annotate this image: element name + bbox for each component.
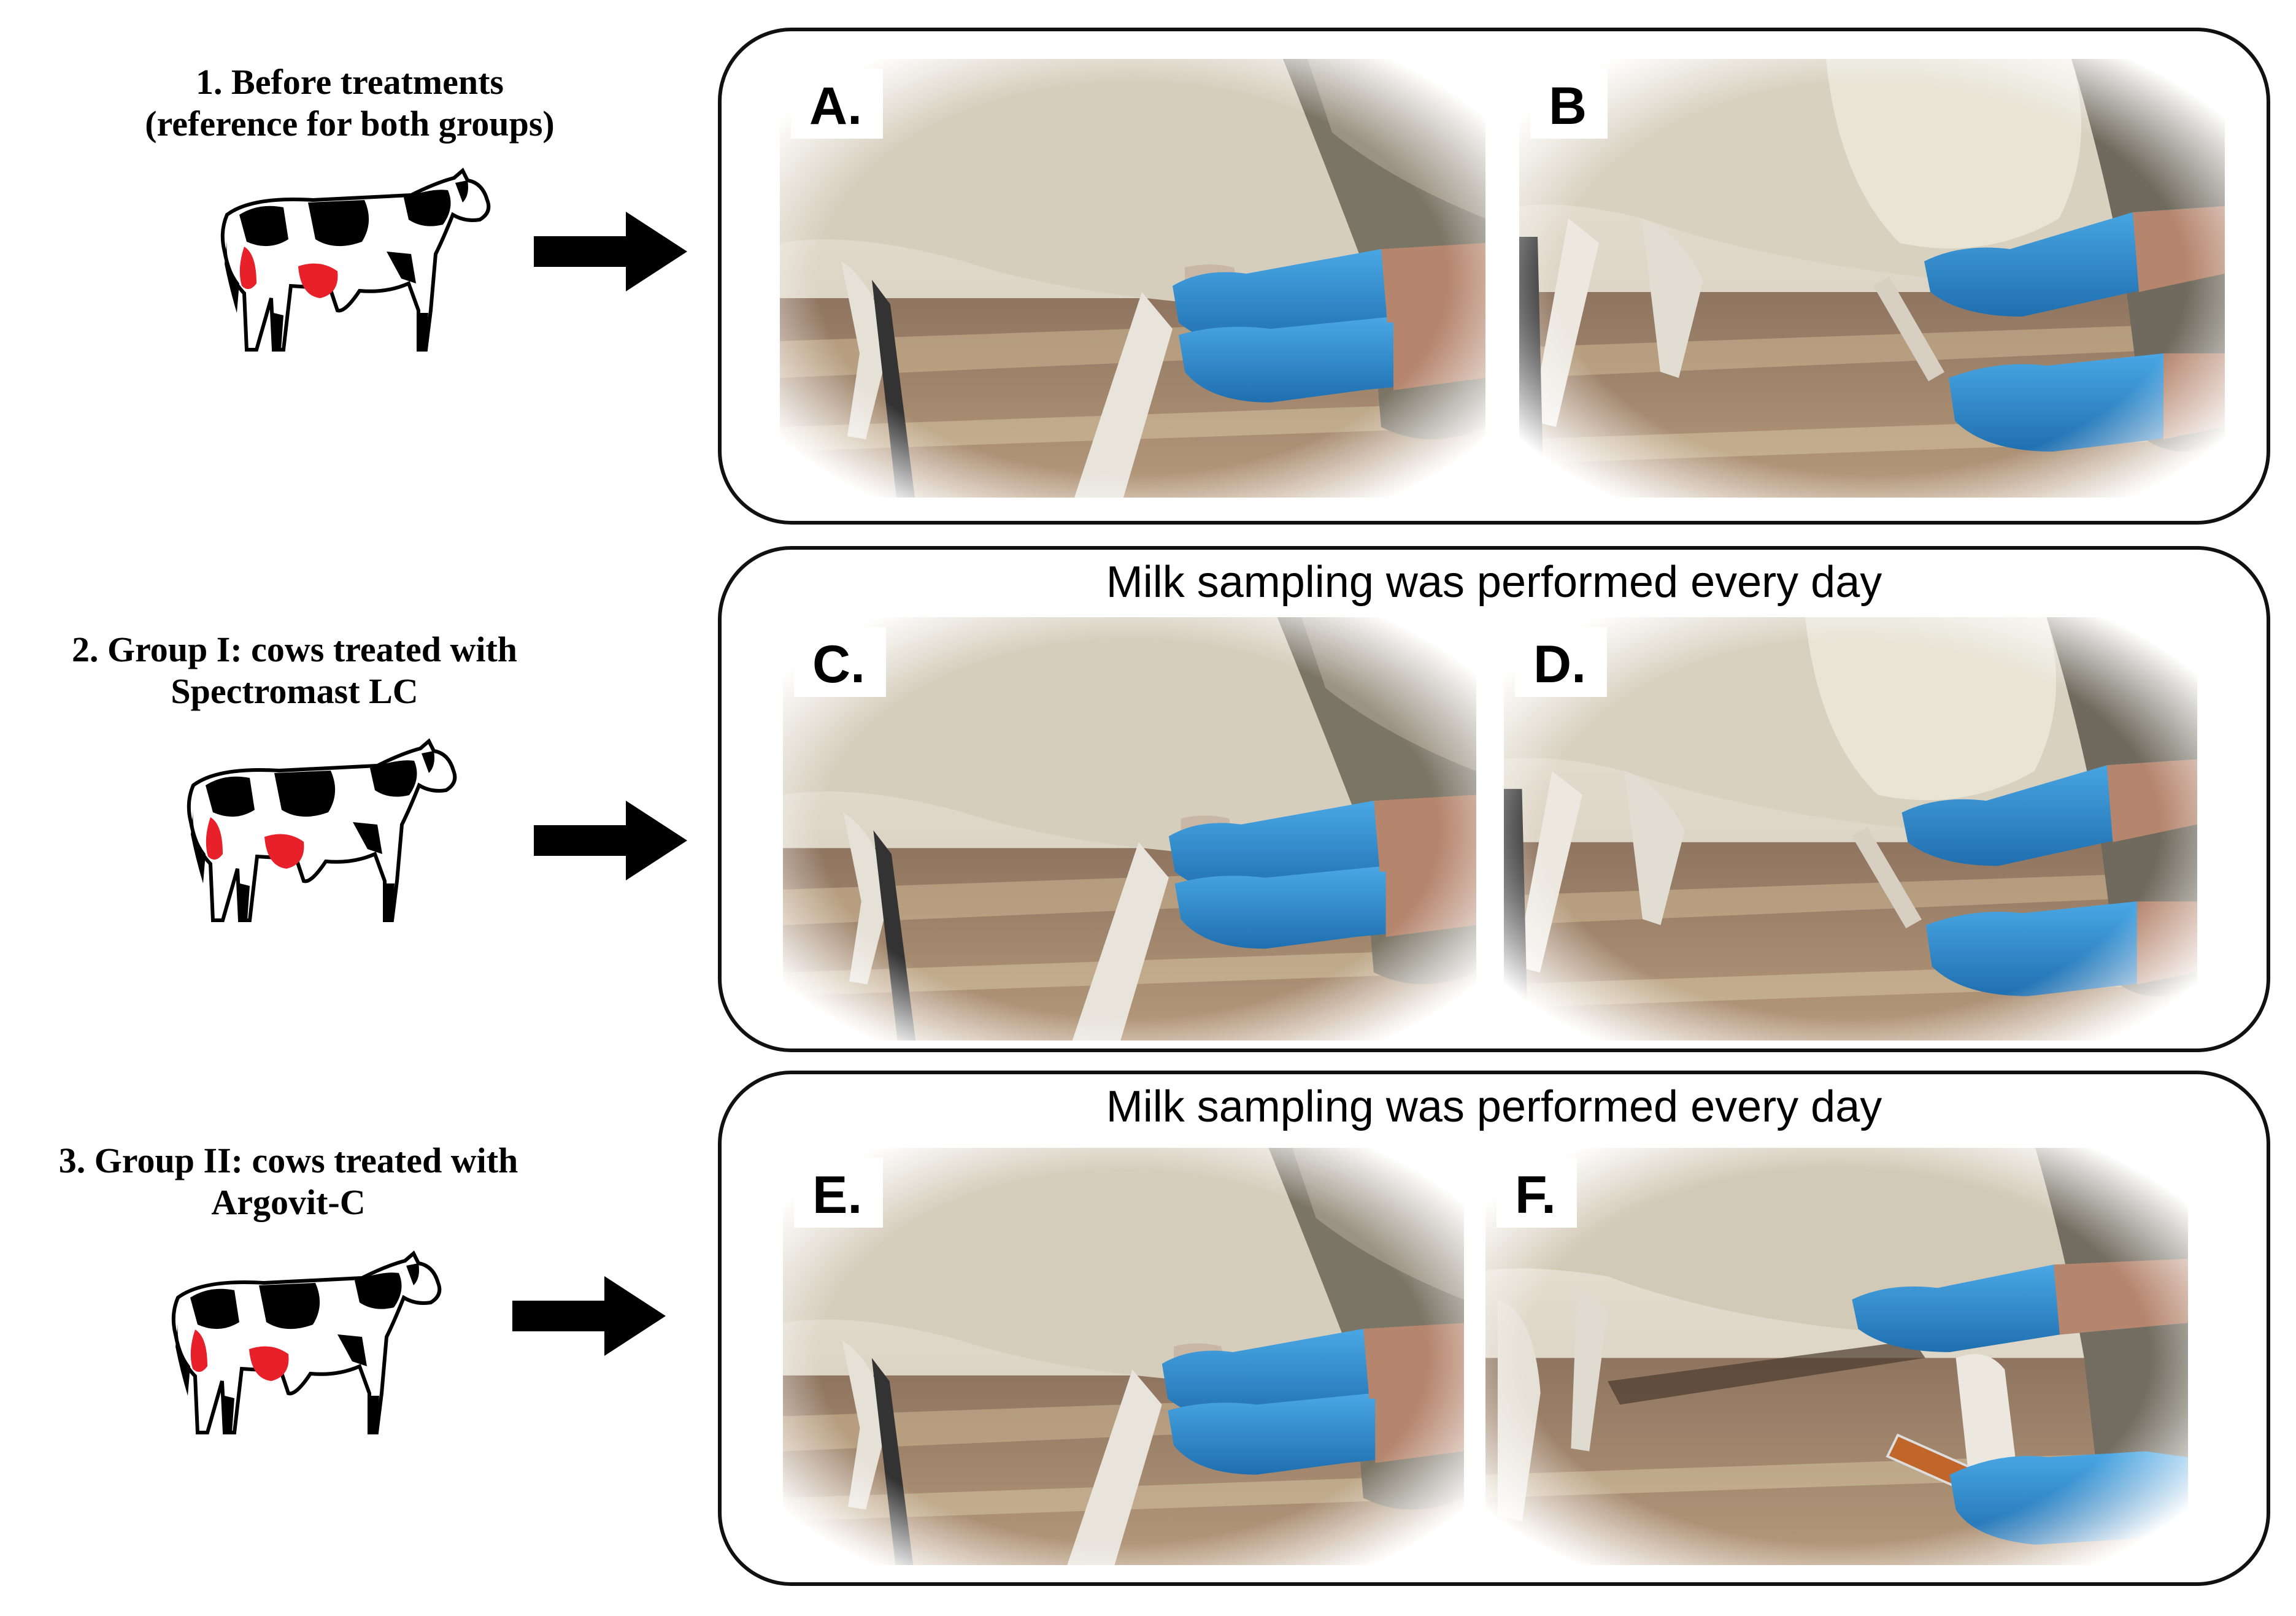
photo-panel-row-3: Milk sampling was performed every day E.…: [718, 1071, 2270, 1586]
panel-letter-d: D.: [1515, 627, 1607, 697]
row-label-group-i: 2. Group I: cows treated with Spectromas…: [18, 629, 571, 713]
row-label-line-1: 1. Before treatments: [196, 62, 504, 102]
row-label-line-1: 2. Group I: cows treated with: [71, 629, 518, 669]
photo-d: D.: [1504, 617, 2197, 1041]
right-arrow-icon: [534, 212, 687, 291]
holstein-cow-icon: [169, 736, 463, 945]
right-arrow-icon: [534, 801, 687, 880]
row-label-line-2: Spectromast LC: [171, 671, 418, 712]
panel-letter-e: E.: [794, 1158, 884, 1228]
row-label-line-2: (reference for both groups): [145, 104, 555, 144]
row-label-line-1: 3. Group II: cows treated with: [58, 1141, 518, 1180]
photo-panel-row-1: A. B: [718, 28, 2270, 525]
photo-c: C.: [783, 617, 1476, 1041]
holstein-cow-icon: [153, 1249, 448, 1457]
panel-caption: Milk sampling was performed every day: [1106, 1082, 1882, 1131]
panel-letter-c: C.: [794, 627, 886, 697]
photo-f: F.: [1485, 1148, 2188, 1565]
row-label-line-2: Argovit-C: [211, 1182, 366, 1223]
row-label-before-treatments: 1. Before treatments (reference for both…: [80, 61, 620, 145]
right-arrow-icon: [512, 1276, 666, 1356]
row-label-group-ii: 3. Group II: cows treated with Argovit-C: [12, 1140, 564, 1224]
photo-b: B: [1519, 59, 2225, 498]
photo-a: A.: [780, 59, 1485, 498]
photo-e: E.: [783, 1148, 1464, 1565]
panel-letter-f: F.: [1497, 1158, 1577, 1228]
holstein-cow-icon: [202, 166, 497, 374]
panel-caption: Milk sampling was performed every day: [1106, 558, 1882, 607]
photo-panel-row-2: Milk sampling was performed every day C.…: [718, 546, 2270, 1052]
panel-letter-a: A.: [791, 69, 883, 139]
panel-letter-b: B: [1530, 69, 1608, 139]
